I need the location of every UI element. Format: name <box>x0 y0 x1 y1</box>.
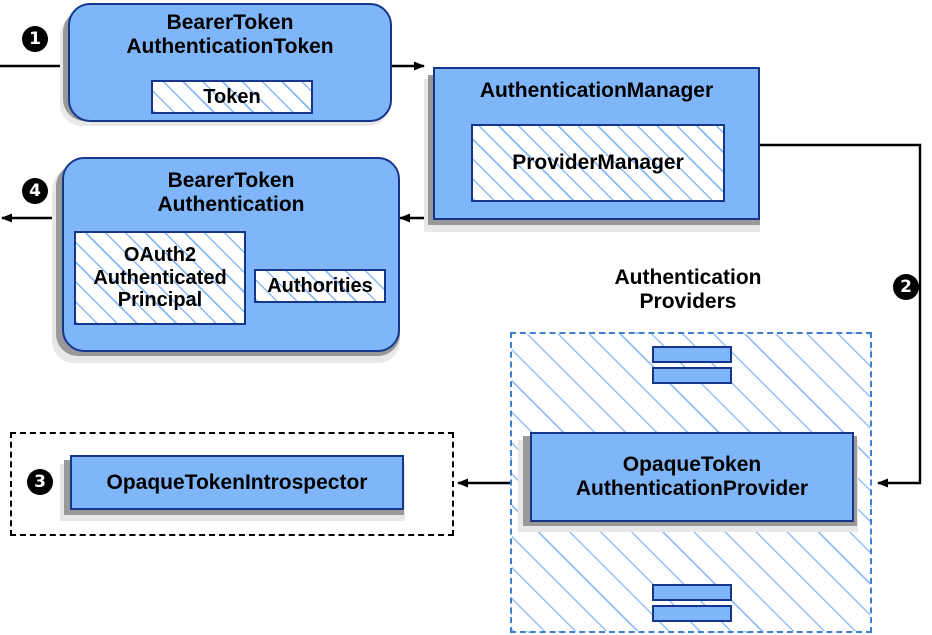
token-inner-box[interactable]: Token <box>151 80 313 114</box>
marker-1: 1 <box>22 26 48 52</box>
introspector-group <box>10 432 454 536</box>
opaque-token-introspector-label: OpaqueTokenIntrospector <box>106 470 368 494</box>
provider-bar-top-2 <box>652 367 732 384</box>
opaque-token-authentication-provider-box[interactable]: OpaqueToken AuthenticationProvider <box>530 432 854 522</box>
authentication-manager-label: AuthenticationManager <box>479 79 714 102</box>
provider-bar-bottom-2 <box>652 605 732 622</box>
authentication-providers-caption: Authentication Providers <box>614 266 762 313</box>
marker-2: 2 <box>893 274 919 300</box>
opaque-token-authentication-provider-label: OpaqueToken AuthenticationProvider <box>575 453 809 500</box>
bearer-token-authentication-box[interactable]: BearerToken Authentication OAuth2 Authen… <box>62 157 400 352</box>
provider-bar-bottom-1 <box>652 584 732 601</box>
bearer-token-authentication-label: BearerToken Authentication <box>157 169 305 216</box>
authorities-box[interactable]: Authorities <box>254 269 386 303</box>
authentication-manager-box[interactable]: AuthenticationManager ProviderManager <box>433 67 760 220</box>
bearer-token-authentication-token-box[interactable]: BearerToken AuthenticationToken Token <box>68 3 392 122</box>
provider-bar-top-1 <box>652 346 732 363</box>
marker-3: 3 <box>27 469 53 495</box>
oauth2-authenticated-principal-box[interactable]: OAuth2 Authenticated Principal <box>74 231 246 325</box>
bearer-token-authentication-token-label: BearerToken AuthenticationToken <box>126 11 334 58</box>
provider-manager-inner-box[interactable]: ProviderManager <box>471 124 725 202</box>
marker-4: 4 <box>22 178 48 204</box>
opaque-token-introspector-box[interactable]: OpaqueTokenIntrospector <box>70 455 404 510</box>
